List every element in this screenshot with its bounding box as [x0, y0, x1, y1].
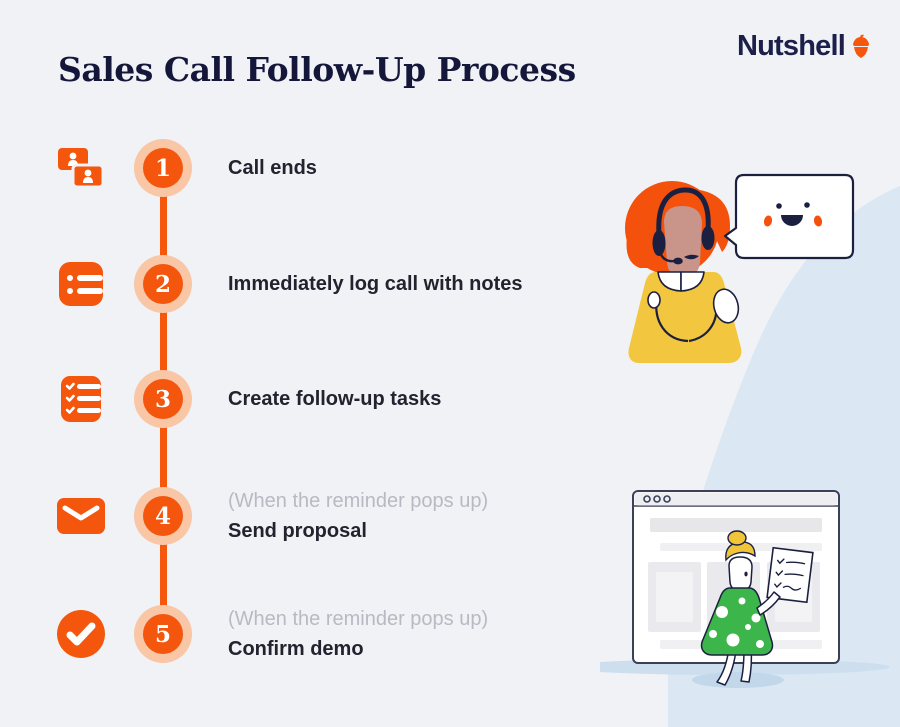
- bubble-eye-left: [776, 203, 782, 209]
- headset-icon: [656, 187, 711, 235]
- eye-shape: [744, 571, 748, 577]
- head-shape: [728, 556, 753, 592]
- mouth-shape: [684, 254, 699, 260]
- step-number-badge: 4: [134, 487, 192, 545]
- step-number: 2: [143, 264, 183, 304]
- step-row-1: 1 Call ends: [0, 139, 640, 197]
- step-row-5: 5 (When the reminder pops up) Confirm de…: [0, 605, 640, 663]
- step-title: Send proposal: [228, 520, 367, 542]
- step-note: (When the reminder pops up): [228, 608, 489, 630]
- browser-character-illustration: [600, 490, 890, 688]
- bubble-smile: [781, 215, 803, 226]
- step-number-badge: 3: [134, 370, 192, 428]
- window-dot: [643, 495, 651, 503]
- step-number-badge: 5: [134, 605, 192, 663]
- acorn-icon: [853, 34, 869, 58]
- step-number-badge: 1: [134, 139, 192, 197]
- step-number: 3: [143, 379, 183, 419]
- step-note: (When the reminder pops up): [228, 490, 489, 512]
- bubble-cheek-left: [763, 215, 773, 227]
- step-row-4: 4 (When the reminder pops up) Send propo…: [0, 487, 640, 545]
- polka-dress: [700, 587, 774, 656]
- mic-icon: [673, 257, 683, 265]
- notes-list-icon: [56, 258, 106, 310]
- step-title: Immediately log call with notes: [228, 273, 523, 295]
- step-row-2: 2 Immediately log call with notes: [0, 255, 640, 313]
- feet-shadow: [692, 672, 784, 688]
- step-title: Call ends: [228, 157, 317, 179]
- envelope-icon: [56, 490, 106, 542]
- step-number: 1: [143, 148, 183, 188]
- brand-name: Nutshell: [737, 30, 846, 62]
- step-number: 4: [143, 496, 183, 536]
- bubble-cheek-right: [813, 215, 823, 227]
- step-number: 5: [143, 614, 183, 654]
- agent-speech-illustration: [625, 173, 855, 363]
- face-shape: [664, 206, 702, 277]
- contact-cards-icon: [56, 142, 106, 194]
- brand-logo: Nutshell: [737, 30, 872, 63]
- checklist-paper: [766, 546, 814, 604]
- check-circle-icon: [56, 608, 106, 660]
- hand-shape: [712, 288, 740, 324]
- arm-shape: [756, 591, 781, 616]
- step-number-badge: 2: [134, 255, 192, 313]
- step-title: Create follow-up tasks: [228, 388, 442, 410]
- step-row-3: 3 Create follow-up tasks: [0, 370, 640, 428]
- checklist-icon: [56, 373, 106, 425]
- window-dot: [663, 495, 671, 503]
- bubble-eye-right: [804, 202, 810, 208]
- page-title: Sales Call Follow-Up Process: [58, 50, 576, 89]
- checklist-character: [700, 530, 814, 686]
- window-dot: [653, 495, 661, 503]
- step-title: Confirm demo: [228, 638, 364, 660]
- speech-bubble: [723, 173, 855, 260]
